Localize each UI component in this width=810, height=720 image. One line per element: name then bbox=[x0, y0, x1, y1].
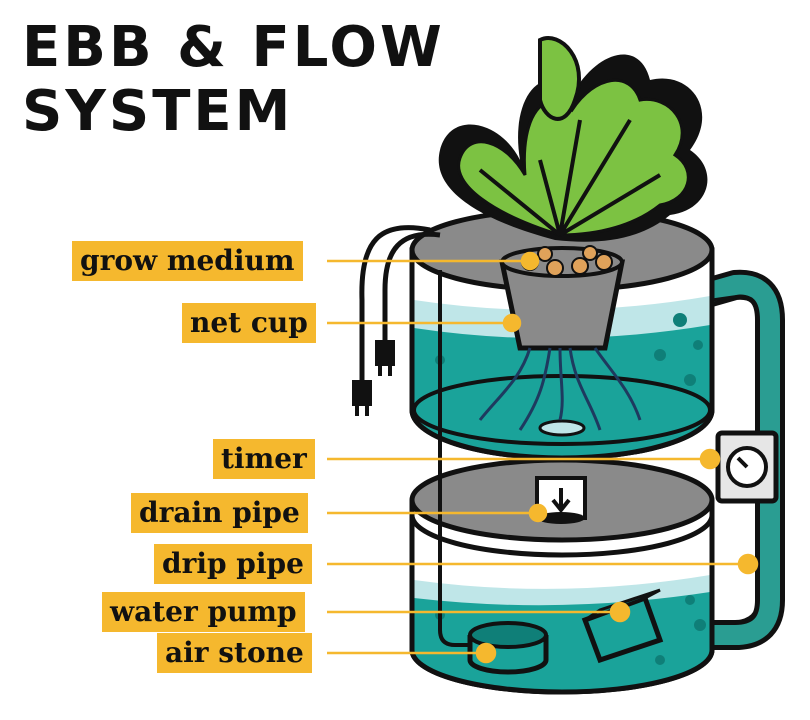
label-drip-pipe: drip pipe bbox=[154, 544, 312, 584]
label-drain-pipe: drain pipe bbox=[131, 493, 308, 533]
label-net-cup: net cup bbox=[182, 303, 316, 343]
inner-pipe bbox=[438, 270, 470, 647]
label-grow-medium: grow medium bbox=[72, 241, 303, 281]
label-timer: timer bbox=[213, 439, 315, 479]
plant bbox=[438, 36, 708, 242]
label-air-stone: air stone bbox=[157, 633, 312, 673]
timer-device bbox=[715, 430, 779, 504]
title-line-2: SYSTEM bbox=[22, 79, 294, 144]
leader-lines bbox=[327, 251, 759, 664]
power-cords bbox=[352, 225, 441, 416]
title-line-1: EBB & FLOW bbox=[22, 15, 445, 80]
label-water-pump: water pump bbox=[102, 592, 305, 632]
